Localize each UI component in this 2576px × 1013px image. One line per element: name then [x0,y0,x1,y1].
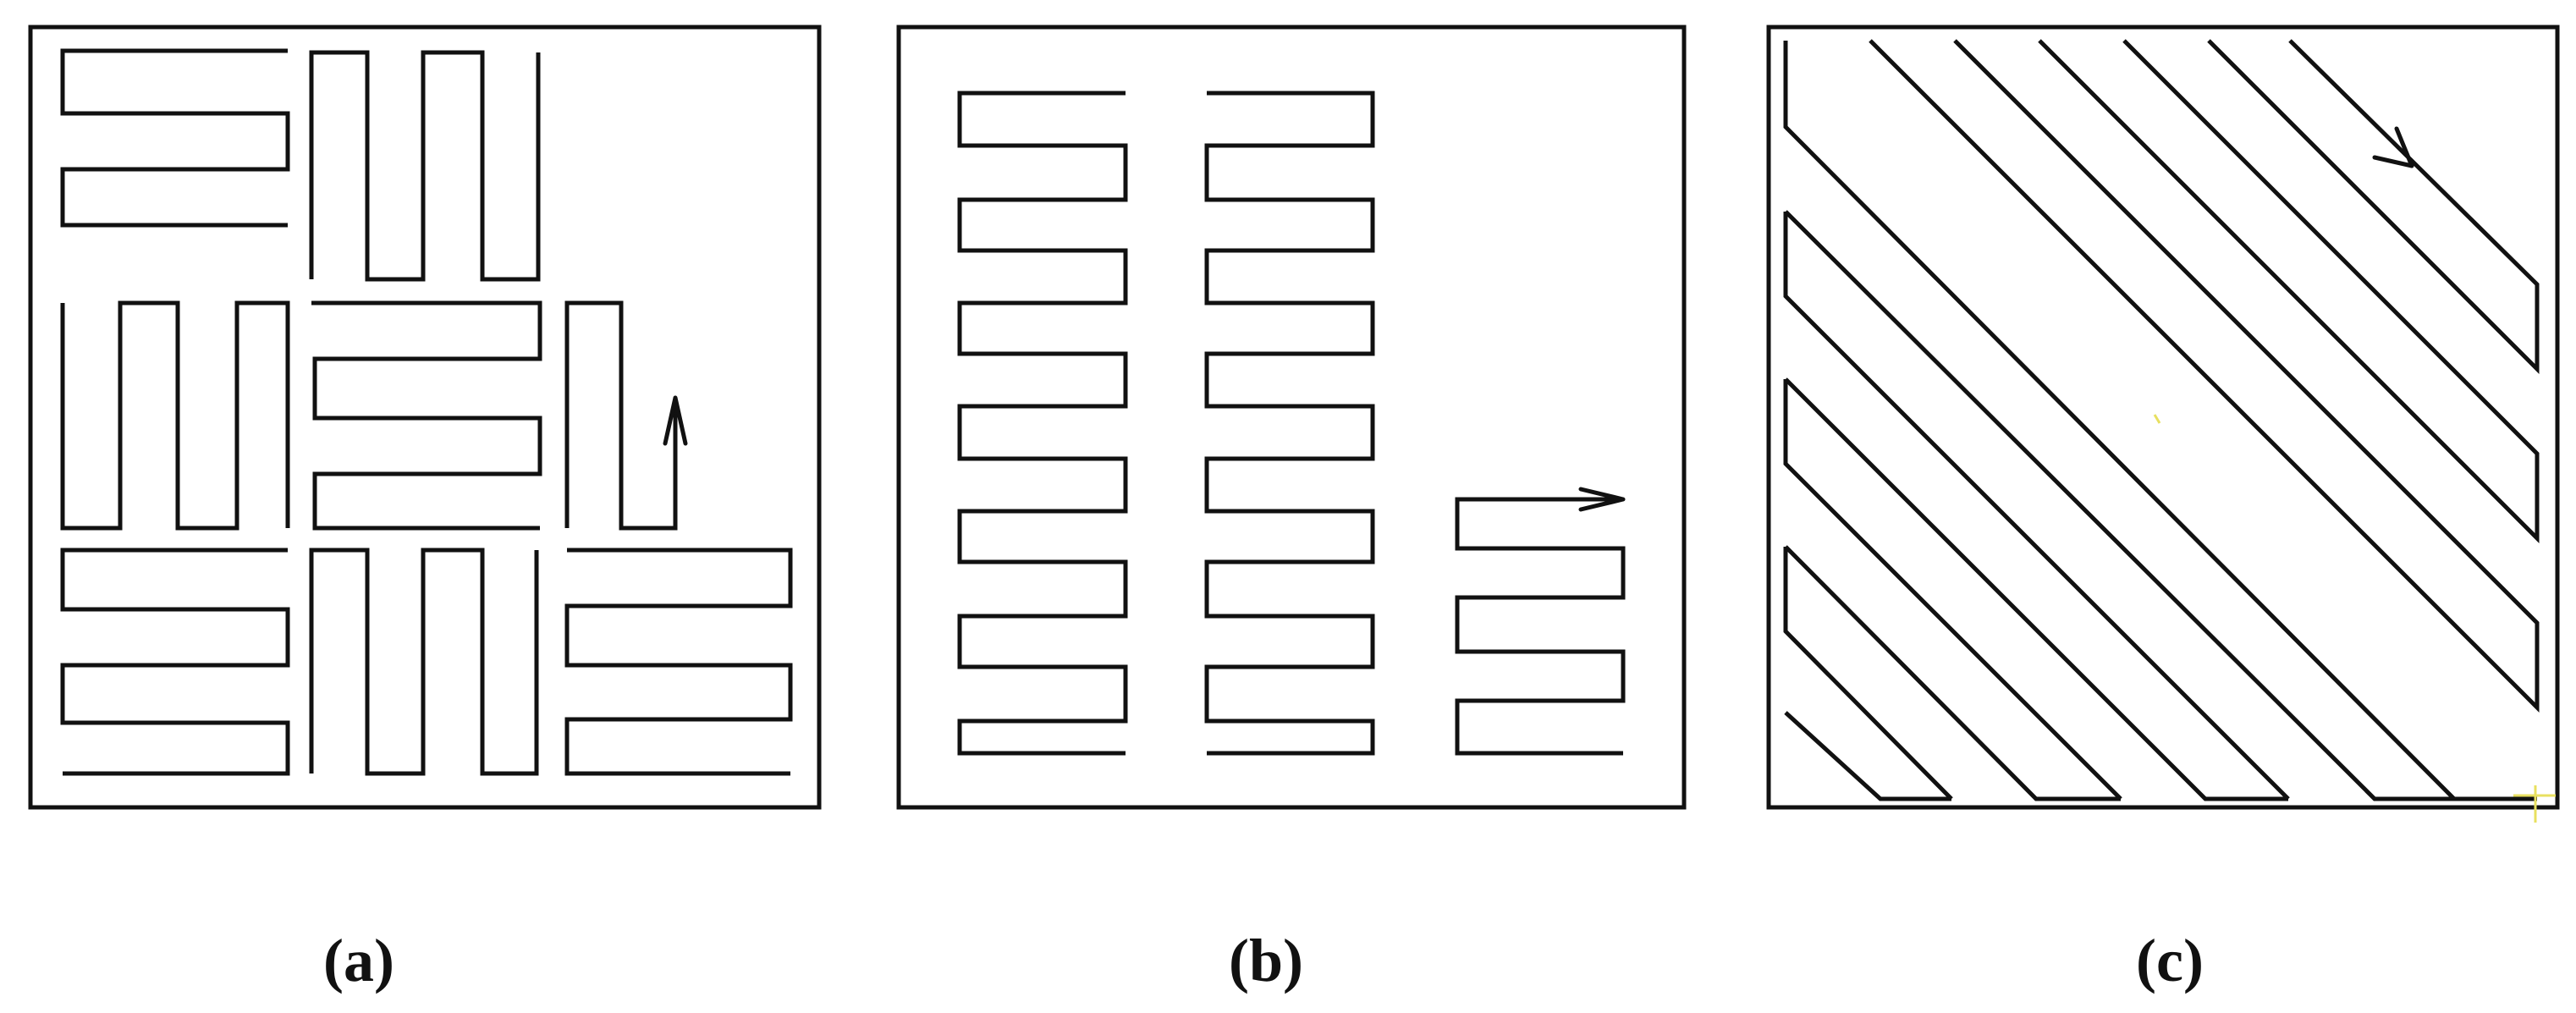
panel-c-strip-6 [1783,212,2290,801]
panel-c-speck-corner [2513,785,2556,823]
panel-c [1766,25,2560,823]
panel-c-strip-3 [1784,545,2121,801]
panel-c-strip-11 [2207,39,2540,375]
arrow-icon-panel-c [2372,126,2414,168]
panel-a-block-middle-left [60,300,290,531]
panel-a-block-bottom-center [309,548,539,776]
panel-c-strip-10 [2038,39,2540,544]
panel-a-block-top-center [309,50,541,282]
panel-a-zigzag-path [564,300,678,531]
panel-a-frame [28,25,822,810]
panel-c-strip-2 [1783,547,1953,801]
panel-c-diagonal-path [1783,39,2540,801]
caption-b: (b) [1229,927,1303,994]
panel-c-strip-1 [1784,711,1951,801]
panel-c-strip-5 [1784,377,2288,801]
panel-c-strip-4 [1783,379,2122,801]
caption-c: (c) [2136,927,2204,994]
panel-c-strip-8 [1783,41,2537,801]
panel-c-frame [1766,25,2560,810]
panel-b-column-3 [1455,497,1626,756]
panel-a-block-middle-center [311,300,542,531]
panel-c-strip-9 [1869,39,2540,713]
arrow-icon-panel-a [663,395,688,446]
panel-a-block-bottom-left [60,548,290,776]
panel-c-strip-7 [1784,210,2454,801]
panel-b [896,25,1687,810]
panel-b-column-2 [1204,91,1375,756]
panel-a [28,25,822,810]
panel-c-speck-center [2153,414,2161,424]
panel-a-block-top-left [60,48,290,228]
panel-a-block-bottom-right [564,548,793,776]
caption-a: (a) [323,927,394,994]
panel-b-frame [896,25,1687,810]
arrow-icon-panel-b [1578,487,1626,512]
panel-b-column-1 [957,91,1128,756]
